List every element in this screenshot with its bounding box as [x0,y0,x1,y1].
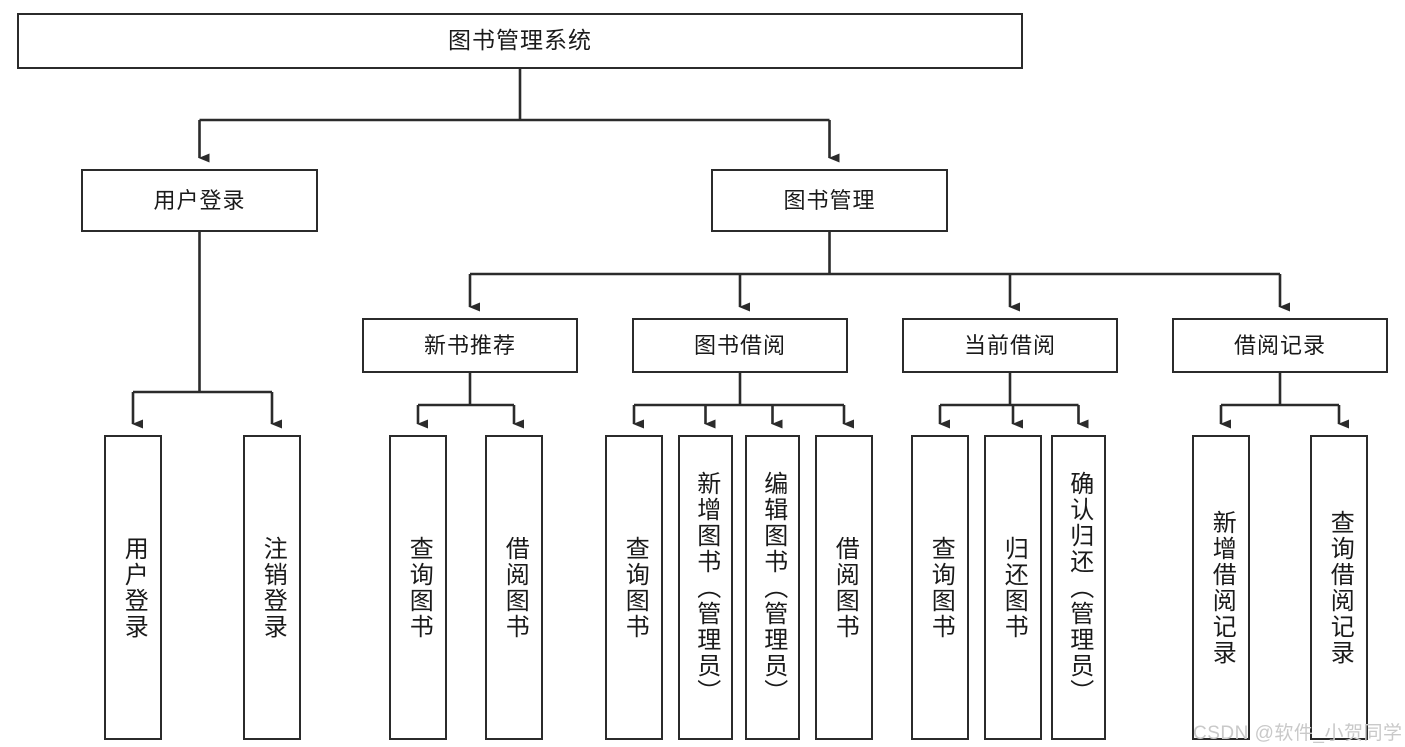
node-label: 借阅图书 [501,536,529,640]
node-root[interactable]: 图书管理系统 [17,13,1023,69]
node-label: 用户登录 [153,187,246,213]
node-book-borrow[interactable]: 图书借阅 [632,318,848,373]
node-leaf-query-book-2[interactable]: 查询图书 [605,435,663,740]
node-book-manage[interactable]: 图书管理 [711,169,948,232]
node-leaf-borrow-book-2[interactable]: 借阅图书 [815,435,873,740]
node-label: 新增图书（管理员） [692,471,720,705]
node-label: 归还图书 [1000,536,1028,640]
node-label: 查询图书 [405,536,433,640]
node-label: 编辑图书（管理员） [759,471,787,705]
node-leaf-borrow-book-1[interactable]: 借阅图书 [485,435,543,740]
node-label: 查询借阅记录 [1326,510,1354,666]
node-current-borrow[interactable]: 当前借阅 [902,318,1118,373]
node-leaf-add-record[interactable]: 新增借阅记录 [1192,435,1250,740]
node-leaf-query-book-3[interactable]: 查询图书 [911,435,969,740]
node-new-book-rec[interactable]: 新书推荐 [362,318,578,373]
node-label: 用户登录 [120,536,148,640]
node-leaf-logout[interactable]: 注销登录 [243,435,301,740]
node-label: 借阅图书 [831,536,859,640]
node-label: 图书管理 [783,187,876,213]
node-leaf-query-book-1[interactable]: 查询图书 [389,435,447,740]
node-label: 查询图书 [621,536,649,640]
node-label: 当前借阅 [963,332,1056,358]
node-borrow-record[interactable]: 借阅记录 [1172,318,1388,373]
node-leaf-return-book[interactable]: 归还图书 [984,435,1042,740]
node-label: 图书管理系统 [448,27,592,54]
node-leaf-edit-book[interactable]: 编辑图书（管理员） [745,435,800,740]
node-label: 新增借阅记录 [1208,510,1236,666]
node-label: 新书推荐 [423,332,516,358]
node-user-login[interactable]: 用户登录 [81,169,318,232]
node-label: 图书借阅 [693,332,786,358]
node-label: 注销登录 [259,536,287,640]
node-label: 借阅记录 [1233,332,1326,358]
node-label: 查询图书 [927,536,955,640]
node-leaf-confirm-return[interactable]: 确认归还（管理员） [1051,435,1106,740]
node-leaf-query-record[interactable]: 查询借阅记录 [1310,435,1368,740]
node-leaf-add-book[interactable]: 新增图书（管理员） [678,435,733,740]
node-leaf-user-login[interactable]: 用户登录 [104,435,162,740]
node-label: 确认归还（管理员） [1065,471,1093,705]
